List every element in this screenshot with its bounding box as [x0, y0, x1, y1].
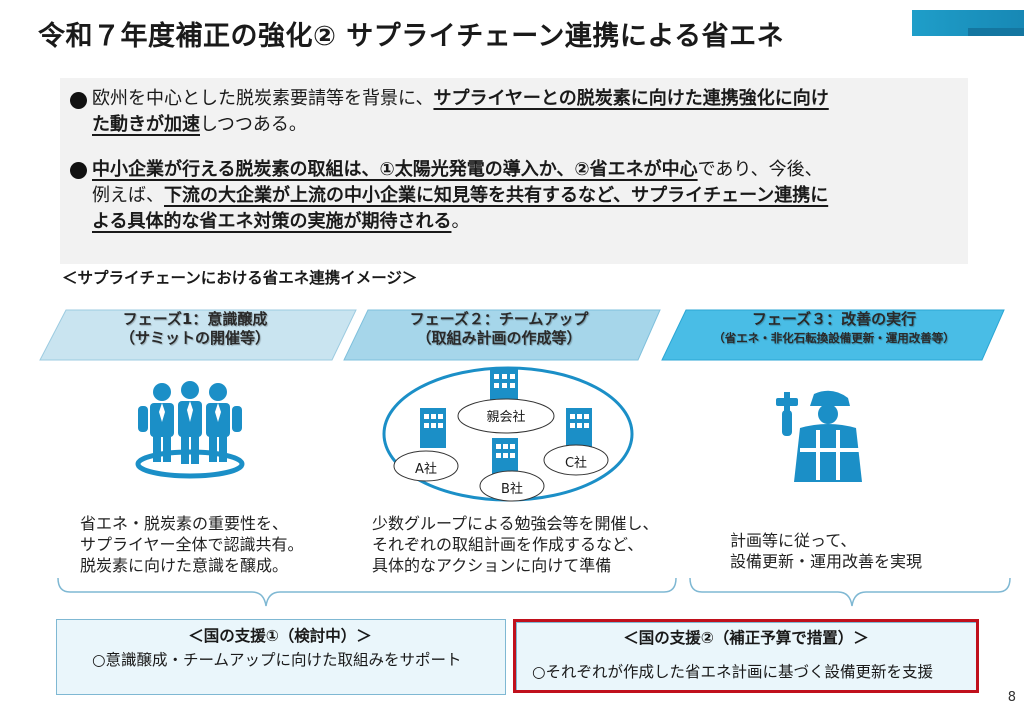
- bullet-2: 中小企業が行える脱炭素の取組は、①太陽光発電の導入か、②省エネが中心であり、今後…: [92, 157, 972, 235]
- page-number: 8: [1007, 690, 1016, 705]
- phase-3-caption: 計画等に従って、 設備更新・運用改善を実現: [730, 530, 922, 572]
- phase-1-label: フェーズ1：意識醸成 （サミットの開催等）: [60, 310, 330, 348]
- bullet-2-emphasis-3: よる具体的な省エネ対策の実施が期待される: [92, 211, 452, 232]
- caption-line: 脱炭素に向けた意識を醸成。: [80, 556, 289, 575]
- people-group-icon: [135, 381, 245, 479]
- company-a-label: A社: [415, 462, 437, 477]
- bullet-2-emphasis: 中小企業が行える脱炭素の取組は、①太陽光発電の導入か、②省エネが中心: [92, 159, 698, 180]
- bullet-1: 欧州を中心とした脱炭素要請等を背景に、サプライヤーとの脱炭素に向けた連携強化に向…: [92, 86, 972, 138]
- bullet-2-text-2: 例えば、: [92, 185, 164, 206]
- support-2-box: [516, 622, 978, 692]
- caption-line: それぞれの取組計画を作成するなど、: [372, 535, 644, 554]
- brace-right: [689, 577, 1011, 607]
- phase-3-title: フェーズ３：改善の実行: [751, 310, 917, 328]
- company-b-label: B社: [501, 482, 523, 497]
- bullet-2-text-end: 。: [451, 211, 470, 232]
- grouping-braces: [57, 577, 1011, 607]
- caption-line: 少数グループによる勉強会等を開催し、: [372, 514, 659, 533]
- parent-company-label: 親会社: [486, 410, 526, 425]
- caption-line: 省エネ・脱炭素の重要性を、: [80, 514, 289, 533]
- phase-1-title: フェーズ1：意識醸成: [122, 310, 268, 328]
- phase-banners: [39, 309, 1005, 361]
- support-2-highlight-frame: [513, 619, 979, 693]
- support-1-box: [56, 619, 506, 695]
- bullet-1-emphasis-cont: た動きが加速: [92, 114, 200, 135]
- phase-3-banner: [661, 309, 1005, 361]
- phase-1-subtitle: （サミットの開催等）: [119, 329, 270, 347]
- phase-2-subtitle: （取組み計画の作成等）: [416, 329, 582, 347]
- support-2-body: ○それぞれが作成した省エネ計画に基づく設備更新を支援: [532, 663, 934, 681]
- phase-1-caption: 省エネ・脱炭素の重要性を、 サプライヤー全体で認識共有。 脱炭素に向けた意識を醸…: [80, 513, 304, 576]
- phase-3-subtitle: （省エネ・非化石転換設備更新・運用改善等）: [713, 331, 955, 345]
- company-c-label: C社: [564, 456, 588, 471]
- bullet-1-text-end: しつつある。: [200, 114, 307, 135]
- support-2-heading: ＜国の支援②（補正予算で措置）＞: [623, 629, 869, 647]
- phase-2-caption: 少数グループによる勉強会等を開催し、 それぞれの取組計画を作成するなど、 具体的…: [372, 513, 659, 576]
- company-network-diagram: [382, 366, 634, 502]
- page-title: 令和７年度補正の強化② サプライチェーン連携による省エネ: [38, 21, 785, 52]
- support-1-heading: ＜国の支援①（検討中）＞: [188, 627, 372, 645]
- caption-line: 設備更新・運用改善を実現: [730, 552, 923, 571]
- phase-2-banner: [343, 309, 661, 361]
- caption-line: 計画等に従って、: [730, 531, 857, 550]
- phase-2-label: フェーズ２：チームアップ （取組み計画の作成等）: [362, 310, 636, 348]
- support-1-body: ○意識醸成・チームアップに向けた取組みをサポート: [92, 651, 462, 669]
- bullet-2-text: であり、今後、: [697, 159, 823, 180]
- summary-box: [60, 78, 968, 264]
- bullet-dot-icon: [70, 92, 87, 109]
- bullet-2-emphasis-2: 下流の大企業が上流の中小企業に知見等を共有するなど、サプライチェーン連携に: [164, 185, 829, 206]
- brace-left: [57, 577, 677, 607]
- phase-1-banner: [39, 309, 357, 361]
- section-heading: ＜サプライチェーンにおける省エネ連携イメージ＞: [62, 269, 418, 287]
- bullet-dot-icon: [70, 162, 87, 179]
- worker-icon: [776, 390, 862, 482]
- bullet-1-text: 欧州を中心とした脱炭素要請等を背景に、: [92, 88, 434, 109]
- phase-2-title: フェーズ２：チームアップ: [409, 310, 589, 328]
- bullet-1-emphasis: サプライヤーとの脱炭素に向けた連携強化に向け: [433, 88, 829, 109]
- caption-line: サプライヤー全体で認識共有。: [80, 535, 304, 554]
- caption-line: 具体的なアクションに向けて準備: [372, 556, 612, 575]
- phase-3-label: フェーズ３：改善の実行 （省エネ・非化石転換設備更新・運用改善等）: [676, 310, 992, 348]
- title-accent-bar-dark: [968, 28, 1024, 36]
